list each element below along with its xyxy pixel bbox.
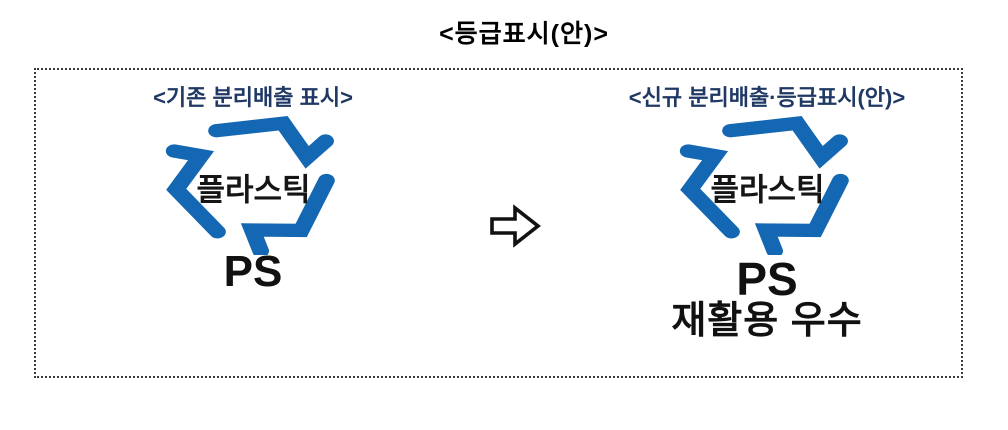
existing-mark-label: <기존 분리배출 표시> [153, 85, 353, 110]
symbol-material-text: 플라스틱 [710, 172, 825, 208]
existing-recycling-symbol: 플라스틱 [161, 107, 346, 255]
recycling-arrows-triangle-icon [679, 116, 849, 255]
comparison-panel: <기존 분리배출 표시> 플라스틱 PS <신규 분리배출·등급표시(안)> [34, 68, 963, 378]
figure-title: <등급표시(안)> [439, 20, 609, 48]
new-material-code: PS [736, 253, 798, 305]
existing-material-code: PS [223, 247, 283, 296]
rightwards-hollow-arrow-icon [488, 203, 542, 249]
new-recycling-symbol: 플라스틱 [675, 107, 860, 255]
recycling-arrows-triangle-icon [165, 116, 335, 255]
new-mark-label: <신규 분리배출·등급표시(안)> [628, 85, 906, 110]
recycling-grade-text: 재활용 우수 [671, 300, 863, 342]
symbol-material-text: 플라스틱 [196, 172, 311, 208]
